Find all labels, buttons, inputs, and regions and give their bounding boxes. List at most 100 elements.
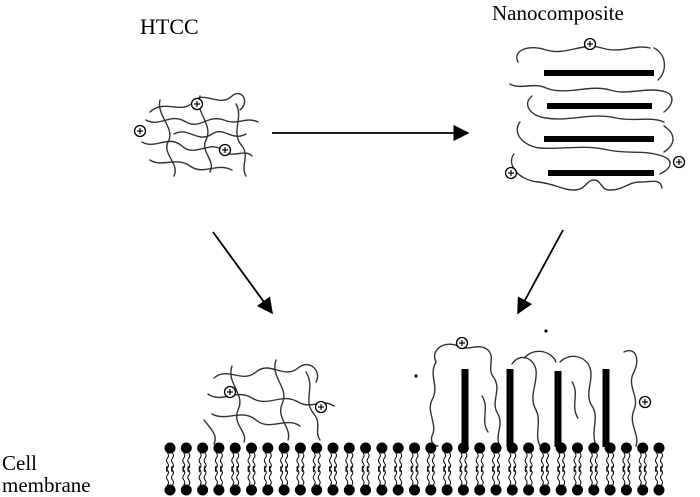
debris-dot [414, 374, 418, 378]
lipid-head-upper [457, 442, 469, 454]
charge-icon [218, 143, 232, 157]
lipid-head-upper [180, 442, 192, 454]
lipid-head-upper [425, 442, 437, 454]
lipid-head-upper [409, 442, 420, 454]
lipid-head-lower [457, 484, 469, 496]
lipid-head-lower [360, 484, 372, 496]
lipid-head-upper [506, 442, 518, 454]
charge-icon [190, 97, 204, 111]
lipid-head-lower [653, 484, 665, 496]
charge-icon [223, 385, 237, 399]
lipid-tail-lower [247, 465, 251, 486]
lipid-head-upper [262, 442, 274, 454]
lipid-tail-lower [594, 465, 598, 486]
lipid-tail-lower [459, 465, 463, 486]
htcc-label: HTCC [140, 14, 199, 39]
lipid-tail-lower [312, 465, 316, 486]
charge-icon [672, 155, 686, 169]
lipid-tail-lower [545, 465, 549, 486]
lipid-head-lower [620, 484, 632, 496]
lipid-head-lower [572, 484, 583, 496]
lipid-head-lower [327, 484, 339, 496]
lipid-head-lower [278, 484, 290, 496]
lipid-head-upper [392, 442, 404, 454]
lipid-tail-lower [492, 465, 495, 486]
lipid-tail-lower [497, 465, 500, 486]
lipid-head-upper [294, 442, 306, 454]
cell-membrane-label-line2: membrane [2, 473, 91, 497]
lipid-head-lower [637, 484, 649, 496]
charge-icon [455, 336, 469, 350]
lipid-tail-lower [611, 465, 615, 486]
lipid-head-lower [376, 484, 388, 496]
lipid-tail-lower [426, 465, 430, 486]
lipid-head-lower [539, 484, 551, 496]
lipid-tail-lower [285, 465, 289, 486]
lipid-tail-lower [394, 465, 398, 486]
lipid-head-lower [506, 484, 518, 496]
lipid-tail-lower [529, 465, 533, 486]
lipid-tail-lower [361, 465, 365, 486]
lipid-tail-lower [540, 465, 544, 486]
lipid-tail-lower [345, 465, 349, 486]
lipid-head-upper [441, 442, 453, 454]
lipid-head-lower [425, 484, 437, 496]
lipid-head-lower [490, 484, 502, 496]
lipid-head-upper [604, 442, 616, 454]
lipid-head-upper [637, 442, 649, 454]
lipid-head-lower [197, 484, 209, 496]
lipid-head-lower [523, 484, 535, 496]
debris-dot [544, 329, 548, 333]
lipid-head-upper [246, 442, 257, 454]
lipid-tail-lower [280, 465, 284, 486]
lipid-tail-lower [431, 465, 435, 486]
lipid-tail-lower [268, 465, 272, 486]
charge-icon [504, 166, 518, 180]
clay-platelets-inserted [461, 369, 610, 447]
lipid-head-upper [164, 442, 176, 454]
cell-membrane-bilayer [164, 442, 665, 496]
lipid-tail-lower [382, 465, 386, 486]
nanocomposite-clay-layers [544, 70, 654, 176]
lipid-tail-lower [317, 465, 321, 486]
lipid-tail-lower [366, 465, 370, 486]
lipid-tail-lower [166, 465, 169, 486]
lipid-tail-lower [214, 465, 218, 486]
lipid-tail-lower [573, 465, 577, 486]
charge-icon [583, 37, 597, 51]
lipid-tail-lower [203, 465, 207, 486]
lipid-tail-lower [524, 465, 528, 486]
lipid-tail-lower [350, 465, 354, 486]
lipid-tail-lower [475, 465, 479, 486]
lipid-tail-lower [655, 465, 658, 486]
lipid-head-upper [539, 442, 551, 454]
lipid-tail-lower [301, 465, 305, 486]
lipid-head-upper [474, 442, 486, 454]
lipid-head-lower [441, 484, 453, 496]
lipid-head-upper [197, 442, 209, 454]
lipid-tail-lower [187, 465, 191, 486]
lipid-head-upper [523, 442, 535, 454]
lipid-head-lower [180, 484, 192, 496]
lipid-tail-lower [627, 465, 631, 486]
lipid-head-lower [604, 484, 616, 496]
lipid-tail-lower [480, 465, 484, 486]
lipid-head-upper [653, 442, 665, 454]
lipid-tail-lower [399, 465, 403, 486]
lipid-head-lower [409, 484, 420, 496]
nanocomposite-polymer-chains [509, 45, 674, 191]
lipid-tail-lower [638, 465, 642, 486]
lipid-tail-lower [236, 465, 240, 486]
arrow-nanocomposite-to-membrane [517, 229, 564, 315]
lipid-head-upper [588, 442, 600, 454]
lipid-tail-lower [410, 465, 414, 486]
lipid-tail-lower [171, 465, 174, 486]
lipid-head-upper [620, 442, 632, 454]
lipid-tail-lower [660, 465, 663, 486]
lipid-tail-lower [263, 465, 267, 486]
lipid-head-lower [229, 484, 241, 496]
lipid-head-lower [474, 484, 486, 496]
lipid-tail-lower [334, 465, 337, 486]
lipid-head-lower [588, 484, 600, 496]
